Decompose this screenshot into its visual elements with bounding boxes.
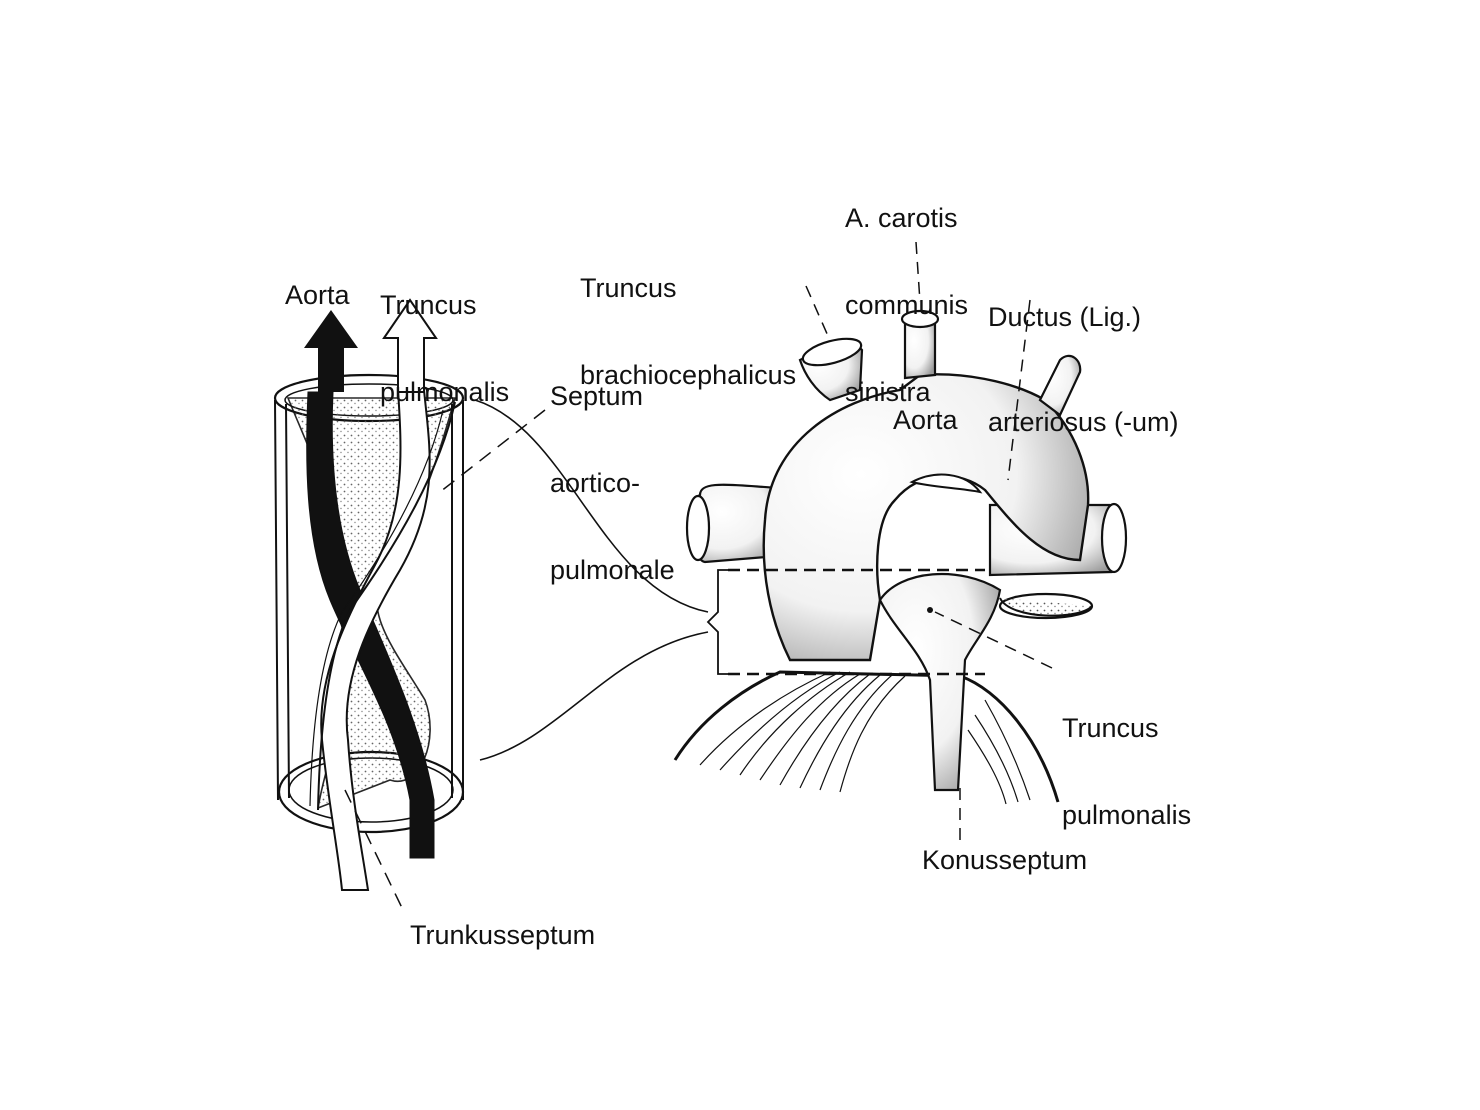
label-line: pulmonalis [380, 377, 510, 407]
label-truncus-pulmonalis-left: Truncus pulmonalis [380, 233, 509, 436]
label-line: brachiocephalicus [580, 360, 797, 390]
label-septum-aorticopulmonale: Septum aortico- pulmonale [550, 324, 675, 614]
label-truncus-brachiocephalicus: Truncus brachiocephalicus [580, 216, 796, 419]
label-line: Truncus [380, 290, 477, 320]
label-line: Truncus [580, 273, 677, 303]
label-ductus-arteriosus: Ductus (Lig.) arteriosus (-um) [988, 230, 1179, 475]
label-truncus-pulmonalis-right: Truncus pulmonalis [1062, 656, 1191, 859]
aorta-arrow [304, 310, 358, 392]
label-line: pulmonale [550, 555, 675, 585]
label-line: communis [845, 290, 969, 320]
connector-lower [479, 631, 709, 761]
label-line: sinistra [845, 377, 931, 407]
right-truncus-leader [934, 611, 1053, 669]
label-line: arteriosus (-um) [988, 407, 1179, 437]
label-line: pulmonalis [1062, 800, 1192, 830]
label-konusseptum: Konusseptum [922, 845, 1088, 875]
label-carotis-communis-sinistra: A. carotis communis sinistra [845, 146, 968, 436]
label-line: Ductus (Lig.) [988, 302, 1142, 332]
label-line: A. carotis [845, 203, 958, 233]
level-bracket [706, 569, 728, 675]
truncus-cylinder-illustration [273, 298, 546, 913]
label-trunkusseptum: Trunkusseptum [410, 920, 596, 950]
ventricle-base [673, 670, 1060, 803]
ductus-leader [1007, 299, 1031, 481]
subclavian-vessel [1038, 354, 1082, 417]
label-line: Truncus [1062, 713, 1159, 743]
connector-upper [474, 399, 709, 613]
heart-vessel-illustration [673, 241, 1128, 840]
label-aorta-right: Aorta [893, 405, 958, 435]
carotis-leader [915, 241, 921, 303]
brachio-leader [805, 285, 829, 337]
truncus-arrow [382, 298, 438, 393]
label-aorta-left: Aorta [285, 280, 350, 310]
ventricle-fibers [699, 671, 1031, 805]
label-line: aortico- [550, 468, 641, 498]
label-line: Septum [550, 381, 644, 411]
cylinder-outline [274, 399, 464, 801]
